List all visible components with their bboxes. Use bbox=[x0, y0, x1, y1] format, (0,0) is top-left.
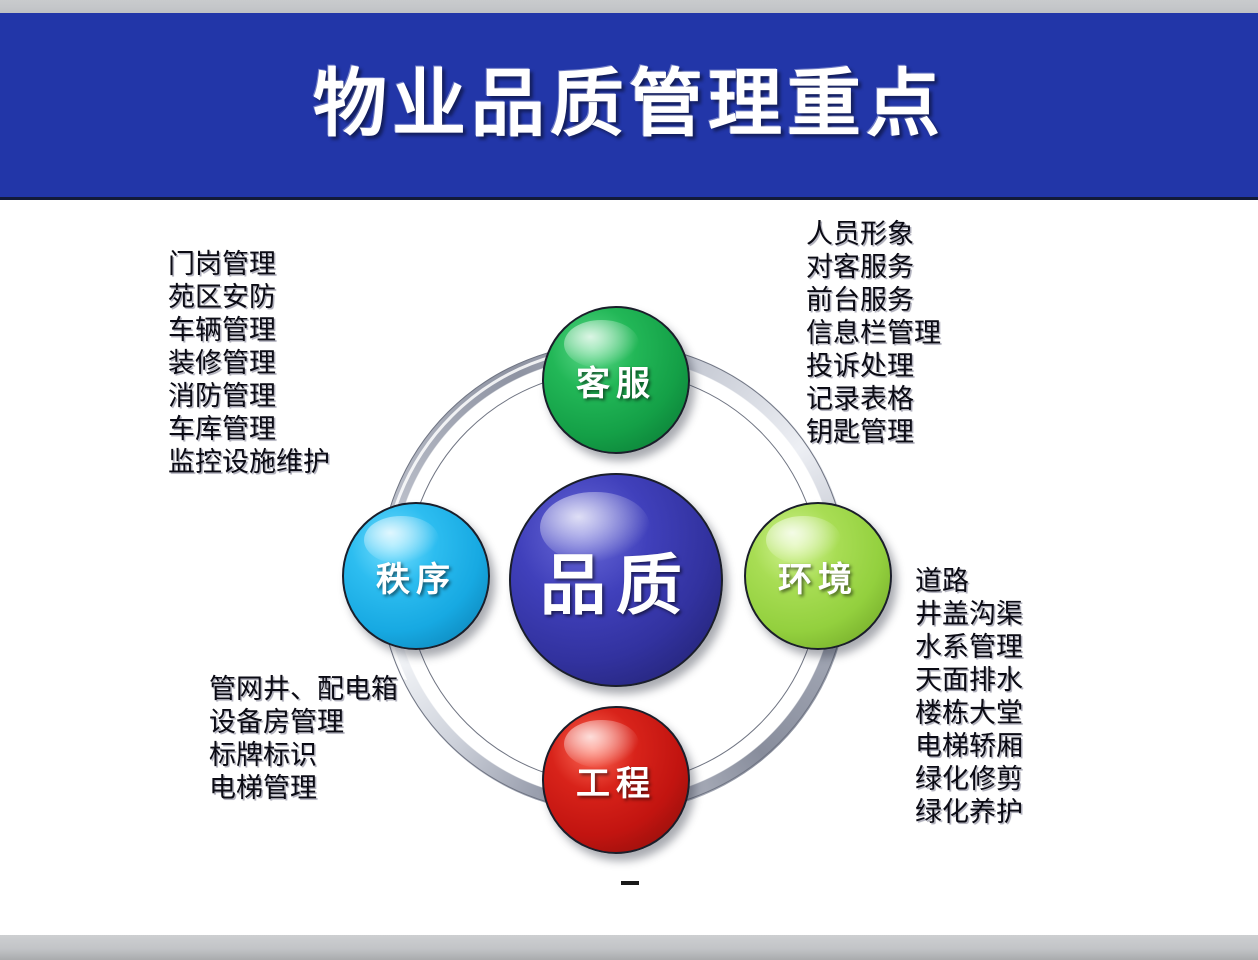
bottom-dash-mark bbox=[621, 881, 639, 885]
list-item: 装修管理 bbox=[168, 348, 276, 378]
list-item: 消防管理 bbox=[168, 381, 276, 411]
node-center-label: 品质 bbox=[540, 550, 692, 623]
list-item: 投诉处理 bbox=[806, 351, 914, 381]
node-center-quality[interactable]: 品质 bbox=[509, 473, 723, 687]
list-item: 车库管理 bbox=[168, 414, 276, 444]
list-item: 绿化修剪 bbox=[915, 764, 1023, 794]
quality-management-diagram: 品质 客服 环境 工程 秩序 bbox=[334, 298, 894, 858]
node-customer-service-label: 客服 bbox=[576, 365, 656, 403]
node-engineering[interactable]: 工程 bbox=[542, 706, 690, 854]
list-item: 钥匙管理 bbox=[806, 417, 914, 447]
list-item: 记录表格 bbox=[806, 384, 914, 414]
list-engineering: 管网井、配电箱 设备房管理 标牌标识 电梯管理 bbox=[209, 673, 398, 805]
node-engineering-label: 工程 bbox=[576, 765, 656, 803]
list-item: 楼栋大堂 bbox=[915, 698, 1023, 728]
list-item: 标牌标识 bbox=[209, 740, 317, 770]
list-item: 监控设施维护 bbox=[168, 447, 330, 477]
node-environment[interactable]: 环境 bbox=[744, 502, 892, 650]
page-title: 物业品质管理重点 bbox=[313, 64, 945, 146]
list-item: 水系管理 bbox=[915, 632, 1023, 662]
list-item: 绿化养护 bbox=[915, 797, 1023, 827]
node-order-security-label: 秩序 bbox=[376, 561, 456, 599]
list-security: 门岗管理 苑区安防 车辆管理 装修管理 消防管理 车库管理 监控设施维护 bbox=[168, 248, 330, 479]
list-item: 对客服务 bbox=[806, 252, 914, 282]
list-item: 设备房管理 bbox=[209, 707, 344, 737]
list-item: 天面排水 bbox=[915, 665, 1023, 695]
top-gray-strip bbox=[0, 0, 1258, 13]
list-item: 电梯轿厢 bbox=[915, 731, 1023, 761]
list-item: 门岗管理 bbox=[168, 249, 276, 279]
bottom-gray-strip bbox=[0, 935, 1258, 960]
list-item: 道路 bbox=[915, 566, 969, 596]
title-banner: 物业品质管理重点 bbox=[0, 13, 1258, 200]
list-item: 前台服务 bbox=[806, 285, 914, 315]
list-item: 车辆管理 bbox=[168, 315, 276, 345]
node-order-security[interactable]: 秩序 bbox=[342, 502, 490, 650]
list-customer-service: 人员形象 对客服务 前台服务 信息栏管理 投诉处理 记录表格 钥匙管理 bbox=[806, 218, 941, 449]
list-item: 电梯管理 bbox=[209, 773, 317, 803]
list-item: 井盖沟渠 bbox=[915, 599, 1023, 629]
list-environment: 道路 井盖沟渠 水系管理 天面排水 楼栋大堂 电梯轿厢 绿化修剪 绿化养护 bbox=[915, 565, 1023, 829]
list-item: 管网井、配电箱 bbox=[209, 674, 398, 704]
node-environment-label: 环境 bbox=[778, 561, 858, 599]
node-customer-service[interactable]: 客服 bbox=[542, 306, 690, 454]
list-item: 人员形象 bbox=[806, 219, 914, 249]
list-item: 苑区安防 bbox=[168, 282, 276, 312]
